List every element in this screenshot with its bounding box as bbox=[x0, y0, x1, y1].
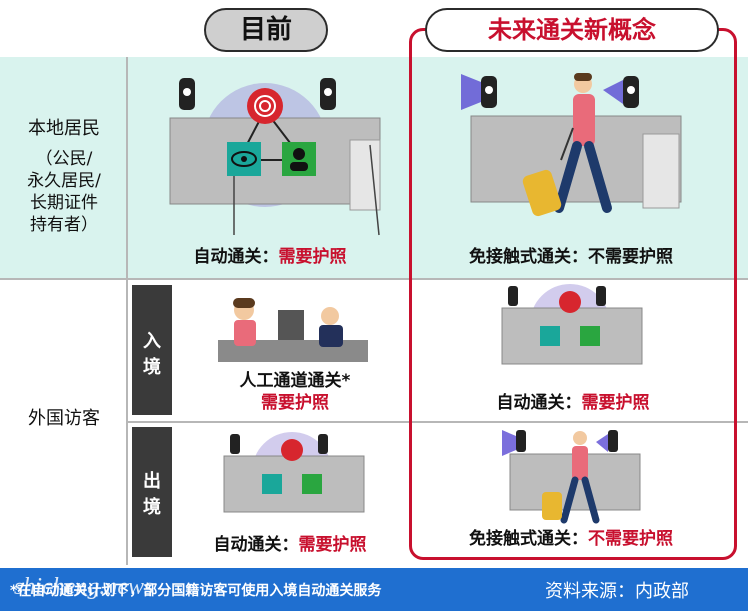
camera-icon bbox=[516, 430, 526, 452]
resident-current-gate-illustration bbox=[169, 78, 381, 236]
exit-tab-char-2: 境 bbox=[143, 497, 161, 518]
resident-title: 本地居民 bbox=[28, 118, 100, 139]
resident-future-contactless-illustration bbox=[461, 73, 682, 217]
camera-icon bbox=[230, 434, 240, 454]
caption-entry-current: 人工通道通关* 需要护照 bbox=[180, 370, 410, 414]
gate-panel bbox=[223, 455, 365, 513]
exit-tab-char-1: 出 bbox=[143, 471, 161, 492]
officer-body bbox=[319, 325, 343, 347]
entry-tab-char-2: 境 bbox=[143, 357, 161, 378]
entry-exit-divider bbox=[126, 421, 748, 423]
camera-beam bbox=[461, 74, 481, 110]
visitor-label: 外国访客 bbox=[28, 408, 100, 429]
officer-head bbox=[321, 307, 339, 325]
entry-future-gate-illustration bbox=[501, 284, 643, 365]
face-scan-icon bbox=[302, 474, 322, 494]
entry-current-manual-counter-illustration bbox=[218, 298, 368, 362]
camera-beam bbox=[502, 430, 516, 456]
luggage-icon bbox=[542, 492, 562, 520]
camera-icon bbox=[318, 434, 328, 454]
camera-icon bbox=[508, 286, 518, 306]
footer-source: 资料来源：内政部 bbox=[545, 581, 689, 602]
traveler-body bbox=[573, 94, 595, 146]
traveler-body bbox=[234, 320, 256, 346]
entry-tab-char-1: 入 bbox=[143, 331, 161, 352]
gate-door bbox=[642, 133, 680, 209]
camera-beam bbox=[603, 80, 623, 104]
gate-panel bbox=[501, 307, 643, 365]
resident-sub-3: 长期证件 bbox=[30, 193, 98, 213]
face-scan-icon bbox=[580, 326, 600, 346]
camera-icon bbox=[608, 430, 618, 452]
caption-passport-needed: 需要护照 bbox=[261, 393, 329, 413]
column-divider bbox=[126, 57, 128, 565]
resident-sub-2: 永久居民/ bbox=[27, 171, 101, 191]
eye-scan-icon bbox=[262, 474, 282, 494]
caption-resident-future: 免接触式通关：不需要护照 bbox=[418, 242, 724, 267]
fingerprint-icon bbox=[559, 291, 581, 313]
watermark: shicheng.news bbox=[14, 574, 154, 600]
eye-scan-icon bbox=[540, 326, 560, 346]
caption-entry-future: 自动通关：需要护照 bbox=[438, 388, 708, 413]
exit-future-contactless-illustration bbox=[502, 430, 641, 524]
footer-bar: *在自动通关计划下，部分国籍访客可使用入境自动通关服务 资料来源：内政部 shi… bbox=[0, 568, 748, 611]
camera-icon bbox=[596, 286, 606, 306]
traveler-hair bbox=[574, 73, 592, 81]
traveler-hair bbox=[233, 298, 255, 308]
caption-passport-needed: 需要护照 bbox=[581, 393, 650, 413]
caption-label: 免接触式通关： bbox=[469, 247, 588, 267]
footer-note: *在自动通关计划下，部分国籍访客可使用入境自动通关服务 bbox=[10, 583, 382, 599]
caption-label: 免接触式通关： bbox=[469, 529, 588, 549]
camera-beam bbox=[596, 434, 608, 452]
caption-no-passport: 不需要护照 bbox=[588, 529, 673, 549]
caption-label: 自动通关： bbox=[193, 247, 279, 267]
traveler-head bbox=[573, 431, 587, 445]
exit-tab: 出 境 bbox=[132, 427, 172, 557]
caption-passport-needed: 需要护照 bbox=[278, 247, 347, 267]
row-divider bbox=[0, 278, 748, 280]
exit-current-gate-illustration bbox=[223, 432, 365, 513]
resident-sub-1: （公民/ bbox=[35, 149, 93, 169]
caption-passport-needed: 需要护照 bbox=[298, 535, 367, 555]
header-future: 未来通关新概念 bbox=[425, 8, 719, 52]
entry-tab: 入 境 bbox=[132, 285, 172, 415]
fingerprint-icon bbox=[281, 439, 303, 461]
header-current: 目前 bbox=[204, 8, 328, 52]
caption-label: 自动通关： bbox=[496, 393, 582, 413]
monitor bbox=[278, 310, 304, 340]
caption-exit-future: 免接触式通关：不需要护照 bbox=[418, 524, 724, 549]
fingerprint-icon bbox=[247, 88, 283, 124]
resident-label: 本地居民 （公民/ 永久居民/ 长期证件 持有者） bbox=[8, 118, 120, 236]
traveler-body bbox=[572, 446, 588, 480]
caption-manual-lane: 人工通道通关* bbox=[239, 371, 351, 391]
luggage-icon bbox=[522, 169, 562, 217]
caption-label: 自动通关： bbox=[213, 535, 299, 555]
resident-sub-4: 持有者） bbox=[30, 215, 98, 235]
caption-exit-current: 自动通关：需要护照 bbox=[160, 530, 420, 555]
caption-resident-current: 自动通关：需要护照 bbox=[130, 242, 410, 267]
caption-no-passport: 不需要护照 bbox=[588, 247, 673, 267]
